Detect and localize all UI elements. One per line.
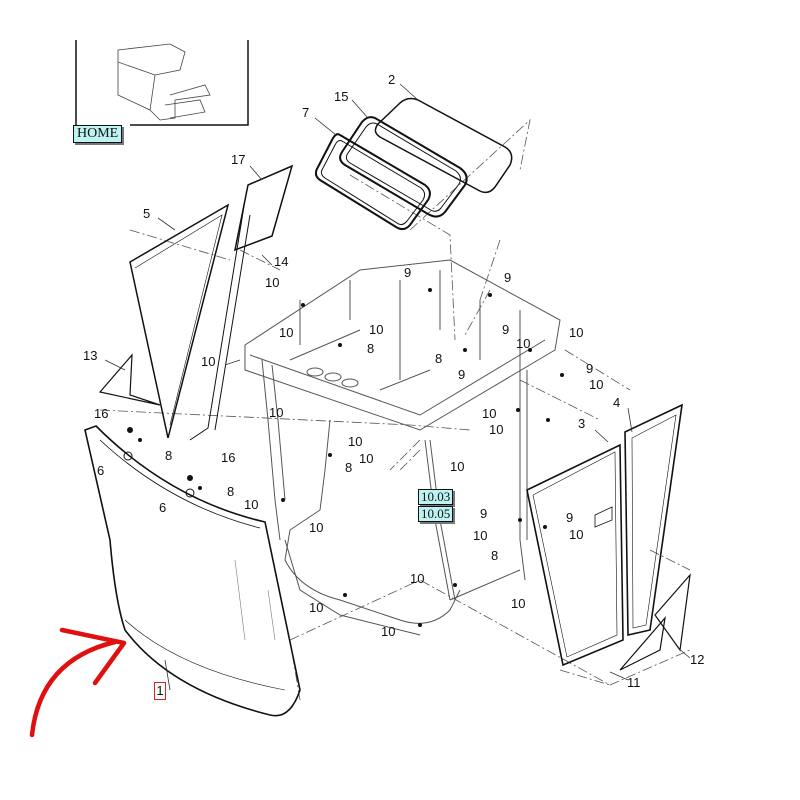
callout-9: 9 bbox=[404, 265, 411, 280]
cab-frame bbox=[244, 259, 561, 636]
callout-9: 9 bbox=[586, 361, 593, 376]
callout-10: 10 bbox=[309, 600, 323, 615]
callout-9: 9 bbox=[480, 506, 487, 521]
callout-8: 8 bbox=[367, 341, 374, 356]
callout-14: 14 bbox=[274, 254, 288, 269]
callout-8: 8 bbox=[435, 351, 442, 366]
part-2-roof-glass bbox=[374, 97, 513, 194]
callout-10: 10 bbox=[473, 528, 487, 543]
callout-16: 16 bbox=[221, 450, 235, 465]
part-11-12-trim bbox=[619, 573, 691, 671]
callout-8: 8 bbox=[165, 448, 172, 463]
callout-10: 10 bbox=[201, 354, 215, 369]
callout-10: 10 bbox=[369, 322, 383, 337]
callout-10: 10 bbox=[569, 527, 583, 542]
callout-13: 13 bbox=[83, 348, 97, 363]
callout-17: 17 bbox=[231, 152, 245, 167]
callout-10: 10 bbox=[482, 406, 496, 421]
callout-9: 9 bbox=[458, 367, 465, 382]
thumbnail-frame bbox=[75, 40, 249, 126]
callout-8: 8 bbox=[345, 460, 352, 475]
leader-lines bbox=[104, 83, 691, 691]
callout-10: 10 bbox=[265, 275, 279, 290]
callout-15: 15 bbox=[334, 89, 348, 104]
callout-11: 11 bbox=[627, 675, 641, 690]
arrow-head-icon bbox=[59, 627, 127, 686]
callout-8: 8 bbox=[491, 548, 498, 563]
callout-10: 10 bbox=[348, 434, 362, 449]
part-4-door-glass bbox=[624, 403, 684, 636]
reference-link-10-03[interactable]: 10.03 bbox=[418, 489, 454, 505]
highlighted-item-label[interactable]: 1 bbox=[154, 682, 166, 700]
callout-4: 4 bbox=[613, 395, 620, 410]
highlight-arrow-icon bbox=[29, 639, 118, 738]
part-15-seal bbox=[339, 116, 468, 218]
callout-10: 10 bbox=[279, 325, 293, 340]
callout-10: 10 bbox=[309, 520, 323, 535]
callout-10: 10 bbox=[489, 422, 503, 437]
callout-16: 16 bbox=[94, 406, 108, 421]
callout-10: 10 bbox=[359, 451, 373, 466]
part-7-seal bbox=[314, 133, 431, 231]
callout-6: 6 bbox=[97, 463, 104, 478]
callout-2: 2 bbox=[388, 72, 395, 87]
callout-10: 10 bbox=[569, 325, 583, 340]
callout-3: 3 bbox=[578, 416, 585, 431]
callout-10: 10 bbox=[410, 571, 424, 586]
part-17-side-glass bbox=[189, 164, 294, 441]
fasteners bbox=[123, 288, 564, 627]
callout-10: 10 bbox=[511, 596, 525, 611]
callout-10: 10 bbox=[450, 459, 464, 474]
home-button[interactable]: HOME bbox=[73, 125, 123, 143]
callout-5: 5 bbox=[143, 206, 150, 221]
part-1-windshield bbox=[84, 425, 301, 717]
callout-7: 7 bbox=[302, 105, 309, 120]
reference-link-10-05[interactable]: 10.05 bbox=[418, 506, 454, 522]
callout-6: 6 bbox=[159, 500, 166, 515]
callout-9: 9 bbox=[566, 510, 573, 525]
callout-8: 8 bbox=[227, 484, 234, 499]
part-5-side-glass bbox=[129, 203, 230, 439]
callout-9: 9 bbox=[504, 270, 511, 285]
callout-10: 10 bbox=[244, 497, 258, 512]
part-13-trim bbox=[98, 353, 161, 406]
callout-9: 9 bbox=[502, 322, 509, 337]
callout-12: 12 bbox=[690, 652, 704, 667]
part-3-door-glass bbox=[526, 443, 624, 667]
callout-10: 10 bbox=[589, 377, 603, 392]
callout-10: 10 bbox=[269, 405, 283, 420]
callout-10: 10 bbox=[381, 624, 395, 639]
dashed-guide-lines bbox=[99, 118, 691, 701]
callout-10: 10 bbox=[516, 336, 530, 351]
